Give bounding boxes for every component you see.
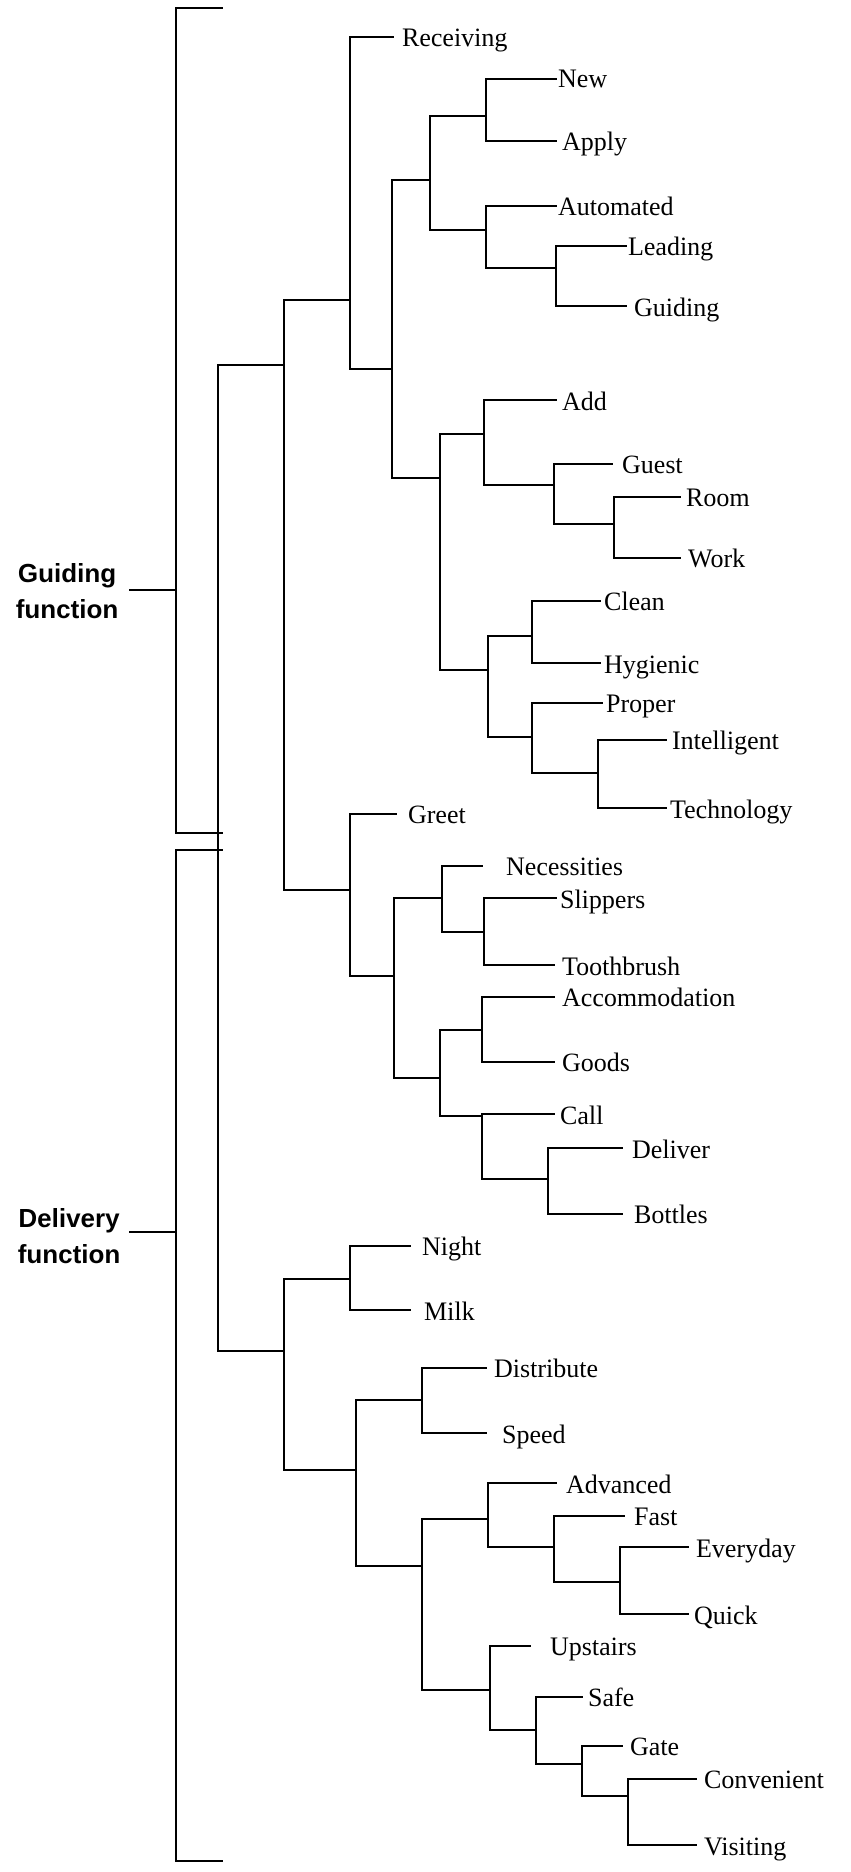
leaf-label-speed: Speed [502, 1420, 566, 1449]
group-label-guiding-line1: Guiding [18, 558, 116, 588]
leaf-label-new: New [558, 64, 607, 93]
leaf-label-intelligent: Intelligent [672, 726, 780, 755]
leaf-label-safe: Safe [588, 1683, 634, 1712]
leaf-label-apply: Apply [562, 127, 627, 156]
leaf-label-convenient: Convenient [704, 1765, 825, 1794]
leaf-label-automated: Automated [558, 192, 674, 221]
leaf-label-distribute: Distribute [494, 1354, 598, 1383]
leaf-label-bottles: Bottles [634, 1200, 708, 1229]
leaf-label-work: Work [688, 544, 745, 573]
group-label-guiding-line2: function [16, 594, 119, 624]
group-label-delivery: Delivery function [18, 1203, 121, 1269]
leaf-label-fast: Fast [634, 1502, 678, 1531]
leaf-label-clean: Clean [604, 587, 665, 616]
leaf-labels: Receiving New Apply Automated Leading Gu… [402, 23, 825, 1861]
leaf-label-milk: Milk [424, 1297, 475, 1326]
leaf-label-proper: Proper [606, 689, 676, 718]
leaf-label-night: Night [422, 1232, 482, 1261]
leaf-label-greet: Greet [408, 800, 467, 829]
leaf-label-necessities: Necessities [506, 852, 623, 881]
leaf-label-receiving: Receiving [402, 23, 507, 52]
leaf-label-add: Add [562, 387, 607, 416]
leaf-label-gate: Gate [630, 1732, 679, 1761]
leaf-label-quick: Quick [694, 1601, 758, 1630]
group-label-guiding: Guiding function [16, 558, 119, 624]
leaf-label-visiting: Visiting [704, 1832, 786, 1861]
leaf-label-goods: Goods [562, 1048, 630, 1077]
tree-lines [217, 36, 697, 1846]
leaf-label-room: Room [686, 483, 750, 512]
leaf-label-accommodation: Accommodation [562, 983, 735, 1012]
leaf-label-slippers: Slippers [560, 885, 645, 914]
leaf-label-guiding: Guiding [634, 293, 719, 322]
group-label-delivery-line1: Delivery [18, 1203, 120, 1233]
leaf-label-toothbrush: Toothbrush [562, 952, 680, 981]
leaf-label-guest: Guest [622, 450, 683, 479]
group-brackets [129, 7, 223, 1862]
leaf-label-hygienic: Hygienic [604, 650, 699, 679]
leaf-label-deliver: Deliver [632, 1135, 710, 1164]
leaf-label-upstairs: Upstairs [550, 1632, 637, 1661]
group-label-delivery-line2: function [18, 1239, 121, 1269]
leaf-label-call: Call [560, 1101, 603, 1130]
leaf-label-advanced: Advanced [566, 1470, 671, 1499]
leaf-label-everyday: Everyday [696, 1534, 796, 1563]
leaf-label-leading: Leading [628, 232, 713, 261]
leaf-label-technology: Technology [670, 795, 792, 824]
